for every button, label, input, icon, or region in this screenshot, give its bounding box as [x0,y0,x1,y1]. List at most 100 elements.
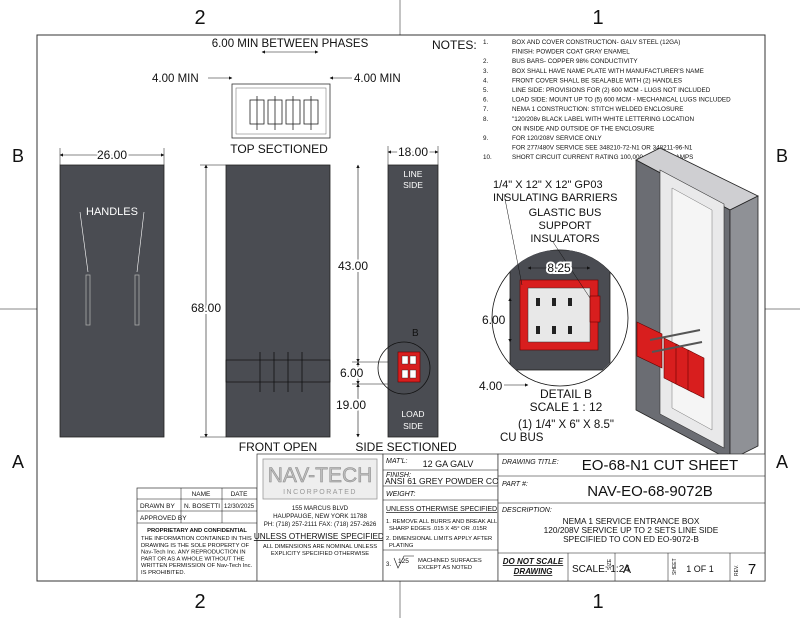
note-number: 5. [483,87,489,94]
notes-block: NOTES: 1.BOX AND COVER CONSTRUCTION- GAL… [432,38,731,161]
barriers-label-1: 1/4" X 12" X 12" GP03 [493,179,603,191]
note-line: NEMA 1 CONSTRUCTION: STITCH WELDED ENCLO… [512,106,683,113]
unless-2: UNLESS OTHERWISE SPECIFIED [386,506,497,513]
dim-lower: 19.00 [336,398,366,412]
detail-b-scale: SCALE 1 : 12 [530,400,603,414]
handle-left [85,274,91,326]
do-not-scale-1: DO NOT SCALE [503,557,564,566]
note-line: ON INSIDE AND OUTSIDE OF THE ENCLOSURE [512,125,654,132]
barriers-label-2: INSULATING BARRIERS [493,192,618,204]
line-side-1: LINE [404,169,423,179]
note-line: LINE SIDE: PROVISIONS FOR (2) 600 MCM - … [512,87,711,94]
note-3-value: 125 [398,558,409,565]
drawing-title: EO-68-N1 CUT SHEET [582,457,738,474]
proprietary-line: WRITTEN PERMISSION OF Nav-Tech Inc. [141,563,253,569]
top-sectioned-label: TOP SECTIONED [230,142,328,156]
note-number: 10. [483,154,492,161]
description-1: NEMA 1 SERVICE ENTRANCE BOX [563,516,700,526]
proprietary-line: DRAWING IS THE SOLE PROPERTY OF [141,543,249,549]
nominal-1: ALL DIMENSIONS ARE NOMINAL UNLESS [263,544,377,550]
unless-specified: UNLESS OTHERWISE SPECIFIED: [254,532,386,541]
note-line: FOR 277/480V SERVICE SEE 348210-72-N1 OR… [512,145,693,152]
detail-b-callout-letter: B [412,328,419,339]
insulators-label-2: SUPPORT [539,220,592,232]
zone-top-right: 1 [592,7,603,29]
enclosure-side-sectioned [387,164,439,438]
note-1a: 1. REMOVE ALL BURRS AND BREAK ALL [386,519,498,525]
note-number: 3. [483,68,489,75]
zone-right-upper: B [776,146,788,166]
dim-detail-height: 6.00 [482,313,506,327]
front-open-view: 68.00 FRONT OPEN [189,164,331,454]
part-number: NAV-EO-68-9072B [587,483,713,500]
note-number: 4. [483,77,489,84]
note-3-num: 3. [386,562,391,568]
drawing-title-label: DRAWING TITLE: [502,459,559,466]
notes-heading: NOTES: [432,38,477,52]
bus-support-insulator [589,295,601,323]
top-sectioned-view: 6.00 MIN BETWEEN PHASES 4.00 MIN 4.00 MI… [152,38,401,156]
sheet-label: SHEET [672,558,678,575]
rev-value: 7 [748,561,756,578]
note-number: 8. [483,116,489,123]
dim-side-width: 26.00 [97,148,127,162]
address-1: 155 MARCUS BLVD [292,505,349,512]
title-block: NAME DATE DRAWN BY N. BOSETTI 12/30/2025… [136,453,766,582]
side-view: 26.00 HANDLES [59,146,165,438]
proprietary-line: THE INFORMATION CONTAINED IN THIS [141,536,252,542]
load-side-1: LOAD [401,409,424,419]
note-line: BOX SHALL HAVE NAME PLATE WITH MANUFACTU… [512,68,704,75]
handles-label: HANDLES [86,206,138,218]
proprietary-line: PART OR AS A WHOLE WITHOUT THE [141,556,245,562]
matl-label: MAT'L: [386,458,407,465]
note-line: "120/208v BLACK LABEL WITH WHITE LETTERI… [512,116,695,123]
note-3b: EXCEPT AS NOTED [418,565,472,571]
address-3: PH: (718) 257-2111 FAX: (718) 257-2626 [264,521,377,528]
bus-label-1: (1) 1/4" X 6" X 8.5" [518,419,614,431]
zone-left-lower: A [12,452,24,472]
detail-b-callout-circle [377,341,431,395]
note-number: 6. [483,97,489,104]
note-line: FINISH: POWDER COAT GRAY ENAMEL [512,49,630,56]
note-line: BOX AND COVER CONSTRUCTION- GALV STEEL (… [512,39,680,46]
enclosure-side-view [59,164,165,438]
drawn-date: 12/30/2025 [224,504,255,510]
description-label: DESCRIPTION: [502,507,552,514]
dim-detail-offset: 4.00 [479,379,503,393]
drawn-by-label: DRAWN BY [140,503,175,510]
dim-right-min: 4.00 MIN [354,73,401,85]
side-sectioned-view: 18.00 LINE SIDE LOAD SIDE B 43.00 6.00 1… [334,143,457,454]
note-line: LOAD SIDE: MOUNT UP TO (5) 600 MCM - MEC… [512,97,731,104]
dim-left-min: 4.00 MIN [152,73,199,85]
load-side-2: SIDE [403,421,423,431]
proprietary-heading: PROPRIETARY AND CONFIDENTIAL [147,528,247,534]
detail-b-label: DETAIL B [540,387,592,401]
zone-left-upper: B [12,146,24,166]
note-number: 2. [483,58,489,65]
approved-label: APPROVED BY [140,515,187,522]
dim-upper: 43.00 [338,259,368,273]
note-1b: SHARP EDGES .015 X 45° OR .015R [389,526,487,532]
drawn-by: N. BOSETTI [184,503,220,510]
sheet-value: 1 OF 1 [686,564,714,574]
name-header: NAME [192,491,211,498]
bus-label-2: CU BUS [500,432,544,444]
dim-front-height: 68.00 [191,301,221,315]
detail-b-view: 1/4" X 12" X 12" GP03 INSULATING BARRIER… [479,179,629,444]
note-number: 9. [483,135,489,142]
isometric-view [635,147,759,461]
insulators-label-3: INSULATORS [530,233,599,245]
insulators-label-1: GLASTIC BUS [529,207,602,219]
finish-value: ANSI 61 GREY POWDER COAT [385,476,509,486]
note-line: BUS BARS- COPPER 98% CONDUCTIVITY [512,58,638,65]
dim-side-sect-width: 18.00 [398,145,428,159]
scale: SCALE: 1:24 [572,564,630,575]
dim-phases: 6.00 MIN BETWEEN PHASES [212,38,369,50]
note-number: 7. [483,106,489,113]
proprietary-line: IS PROHIBITED. [141,570,186,576]
note-line: FRONT COVER SHALL BE SEALABLE WITH (2) H… [512,77,682,84]
address-2: HAUPPAUGE, NEW YORK 11788 [273,513,367,520]
front-open-label: FRONT OPEN [239,440,317,454]
zone-bottom-left: 2 [194,591,205,613]
